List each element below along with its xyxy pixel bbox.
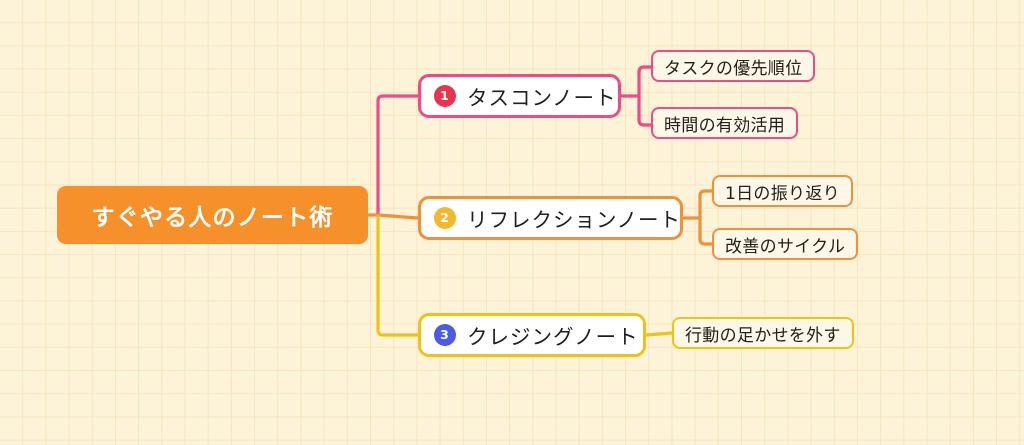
branch-node-label-3: クレジングノート [467,325,639,349]
leaf-node-1-1[interactable]: タスクの優先順位 [651,50,816,82]
root-node-label: すぐやる人のノート術 [91,205,334,231]
branch-number-badge-2: 2 [434,207,456,229]
branch-node-2[interactable]: 2 リフレクションノート [418,196,683,240]
branch-node-label-1: タスコンノート [467,86,617,110]
root-node[interactable]: すぐやる人のノート術 [57,186,368,244]
branch-number-badge-3: 3 [434,324,456,346]
branch-node-label-2: リフレクションノート [467,208,681,232]
branch-node-1[interactable]: 1 タスコンノート [418,74,621,118]
leaf-node-2-1[interactable]: 1日の振り返り [712,175,853,207]
leaf-node-2-2[interactable]: 改善のサイクル [712,228,859,260]
leaf-node-label: 改善のサイクル [725,236,846,257]
leaf-node-label: タスクの優先順位 [664,58,803,79]
leaf-node-label: 行動の足かせを外す [685,325,841,346]
leaf-node-3-1[interactable]: 行動の足かせを外す [672,317,854,349]
leaf-node-label: 時間の有効活用 [664,115,786,136]
branch-number-badge-1: 1 [434,85,456,107]
leaf-node-label: 1日の振り返り [725,183,840,204]
branch-node-3[interactable]: 3 クレジングノート [418,313,646,357]
leaf-node-1-2[interactable]: 時間の有効活用 [651,107,799,139]
